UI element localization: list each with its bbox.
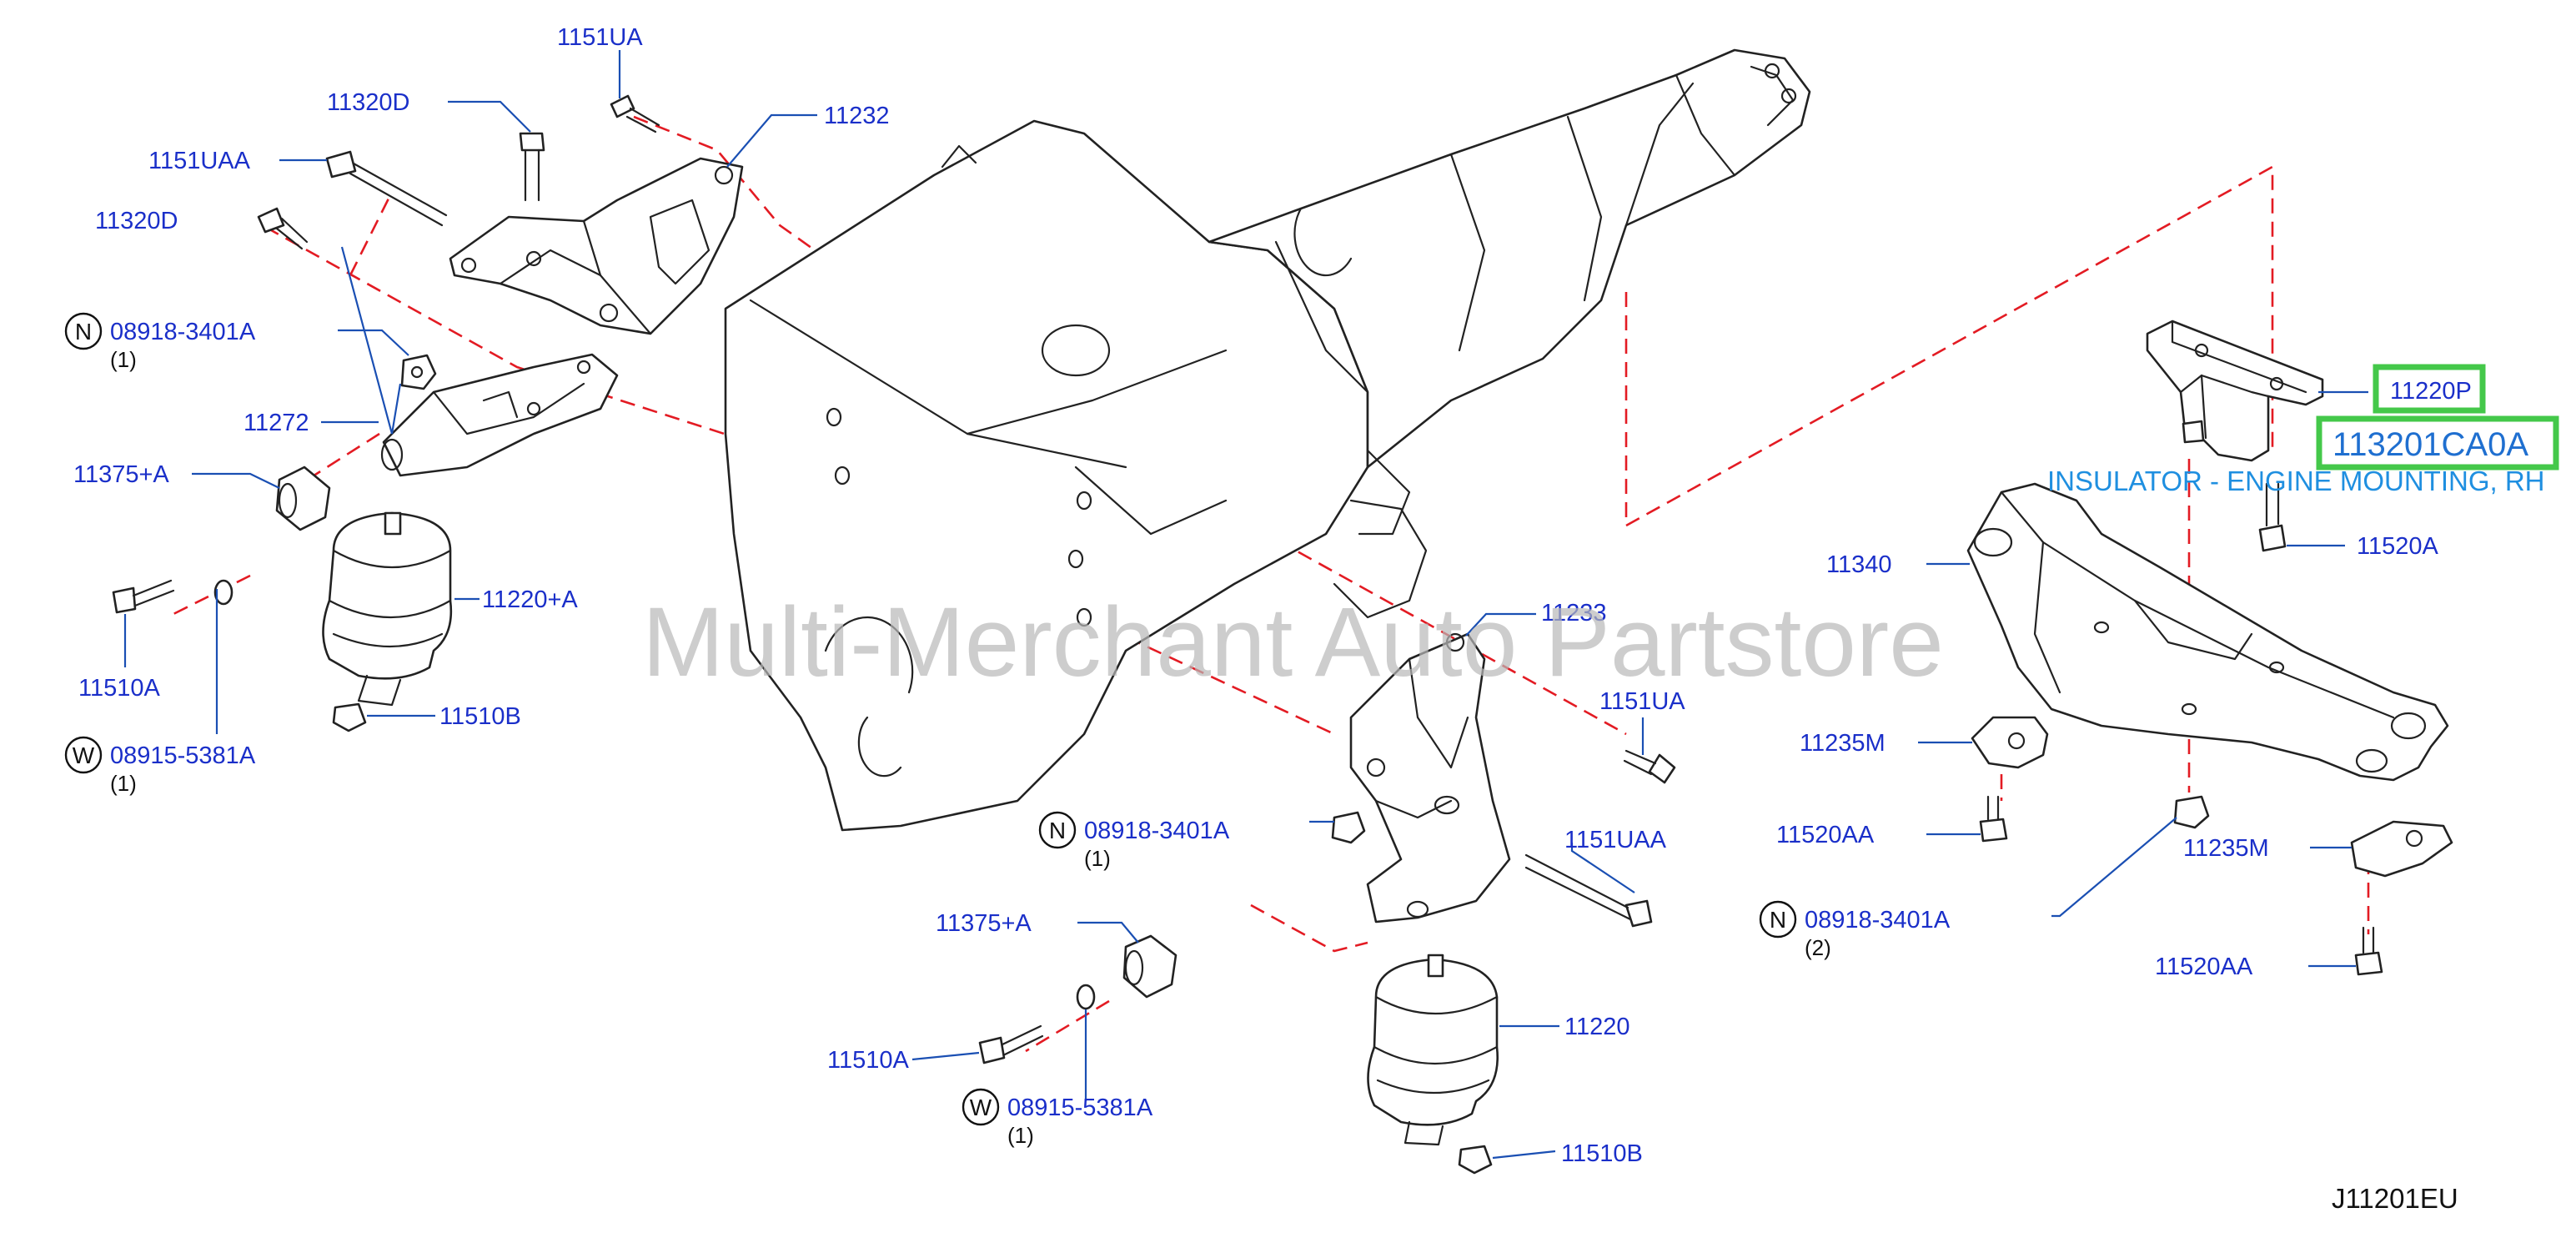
engine-mounting-bracket-11233 (1349, 632, 1511, 923)
label-11520aa-a[interactable]: 11520AA (1776, 822, 1875, 848)
highlight-box-ref (2373, 364, 2486, 414)
qty-08918-b: (1) (1084, 846, 1111, 871)
nut-11510b-b (1458, 1145, 1493, 1175)
label-11375a-b[interactable]: 11375+A (936, 910, 1032, 937)
bracket-11235m-a (1971, 716, 2049, 769)
washer-08915-b (1076, 984, 1096, 1010)
washer-08915-a (213, 579, 233, 606)
symbol-w-a (64, 736, 103, 774)
label-08915-b[interactable]: 08915-5381A (1007, 1095, 1153, 1121)
qty-08915-a: (1) (110, 771, 137, 796)
engine-mount-insulator-11220a (322, 511, 453, 707)
bolt-11520a (2258, 482, 2287, 552)
bushing-11375a-a (275, 466, 331, 531)
label-1151ua-mid[interactable]: 1151UA (1599, 688, 1685, 715)
bracket-11235m-b (2350, 820, 2453, 878)
symbol-n-b-letter: N (1049, 818, 1066, 843)
label-11232[interactable]: 11232 (824, 103, 890, 129)
engine-mount-insulator-rh-11220p (2146, 320, 2324, 462)
bolt-11320d-a (519, 132, 545, 202)
highlight-box-part-number (2316, 415, 2559, 471)
bolt-11320d-b (257, 207, 309, 250)
label-08918-b[interactable]: 08918-3401A (1084, 818, 1230, 844)
bolt-1151ua-mid (1623, 749, 1676, 784)
label-11235m-a[interactable]: 11235M (1800, 730, 1886, 757)
label-11233[interactable]: 11233 (1541, 600, 1607, 627)
label-11320d-b[interactable]: 11320D (95, 208, 178, 234)
nut-11510b-a (332, 702, 367, 732)
label-11520a[interactable]: 11520A (2357, 533, 2438, 560)
label-11220p[interactable]: 11220P (2390, 378, 2472, 405)
bolt-11510a-b (978, 1024, 1044, 1064)
symbol-n-c (1759, 900, 1797, 939)
bolt-11520aa-b (2354, 926, 2383, 976)
symbol-w-b (962, 1088, 1000, 1126)
nut-08918-a (400, 354, 437, 390)
bolt-11520aa-a (1979, 795, 2008, 843)
label-11510a-b[interactable]: 11510A (827, 1047, 909, 1074)
nut-08918-b (1331, 811, 1366, 844)
engine-mounting-bracket-11272 (380, 353, 619, 477)
label-08918-a[interactable]: 08918-3401A (110, 319, 256, 345)
part-description: INSULATOR - ENGINE MOUNTING, RH (2047, 466, 2544, 496)
symbol-n-a (64, 312, 103, 350)
label-1151uaa-top[interactable]: 1151UAA (148, 148, 251, 174)
symbol-w-a-letter: W (73, 742, 95, 768)
watermark-text: Multi-Merchant Auto Partstore (642, 587, 1944, 697)
diagram-code: J11201EU (2332, 1183, 2458, 1214)
label-11220a[interactable]: 11220+A (482, 586, 578, 613)
part-labels: 1151UA 11320D 11232 1151UAA 11320D N 089… (64, 24, 2438, 1167)
bolt-1151uaa-mid (1524, 853, 1653, 928)
qty-08918-a: (1) (110, 347, 137, 372)
qty-08915-b: (1) (1007, 1123, 1034, 1148)
label-11375a-a[interactable]: 11375+A (73, 461, 169, 488)
highlighted-part-callout: 11220P 113201CA0A INSULATOR - ENGINE MOU… (2047, 364, 2559, 496)
bolt-1151uaa-top (325, 150, 448, 227)
engine-mount-insulator-11220 (1367, 954, 1499, 1146)
part-number-113201ca0a[interactable]: 113201CA0A (2332, 426, 2528, 463)
engine-transmission-assembly (724, 48, 1811, 832)
engine-mounting-bracket-11232 (449, 157, 744, 335)
bolt-1151ua-top (610, 94, 660, 133)
symbol-n-c-letter: N (1770, 907, 1786, 933)
label-11520aa-b[interactable]: 11520AA (2155, 954, 2253, 980)
symbol-n-b (1038, 811, 1077, 849)
label-11220[interactable]: 11220 (1564, 1014, 1630, 1040)
leader-lines (123, 50, 2368, 1160)
label-11235m-b[interactable]: 11235M (2183, 835, 2269, 862)
symbol-n-a-letter: N (75, 319, 92, 345)
label-11510b-a[interactable]: 11510B (439, 703, 521, 730)
bolt-11510a-a (112, 579, 175, 614)
label-11510b-b[interactable]: 11510B (1561, 1140, 1643, 1167)
label-11272[interactable]: 11272 (244, 410, 309, 436)
label-1151uaa-mid[interactable]: 1151UAA (1564, 827, 1667, 853)
label-08918-c[interactable]: 08918-3401A (1805, 907, 1951, 934)
crossmember-11340 (1966, 482, 2449, 782)
label-11340[interactable]: 11340 (1826, 551, 1892, 578)
label-11510a-a[interactable]: 11510A (78, 675, 160, 702)
label-1151ua-top[interactable]: 1151UA (557, 24, 643, 51)
label-08915-a[interactable]: 08915-5381A (110, 742, 256, 769)
label-11320d-a[interactable]: 11320D (327, 89, 409, 116)
bushing-11375a-b (1122, 934, 1178, 999)
nut-08918-c (2173, 795, 2210, 829)
symbol-w-b-letter: W (970, 1095, 992, 1120)
qty-08918-c: (2) (1805, 935, 1831, 960)
